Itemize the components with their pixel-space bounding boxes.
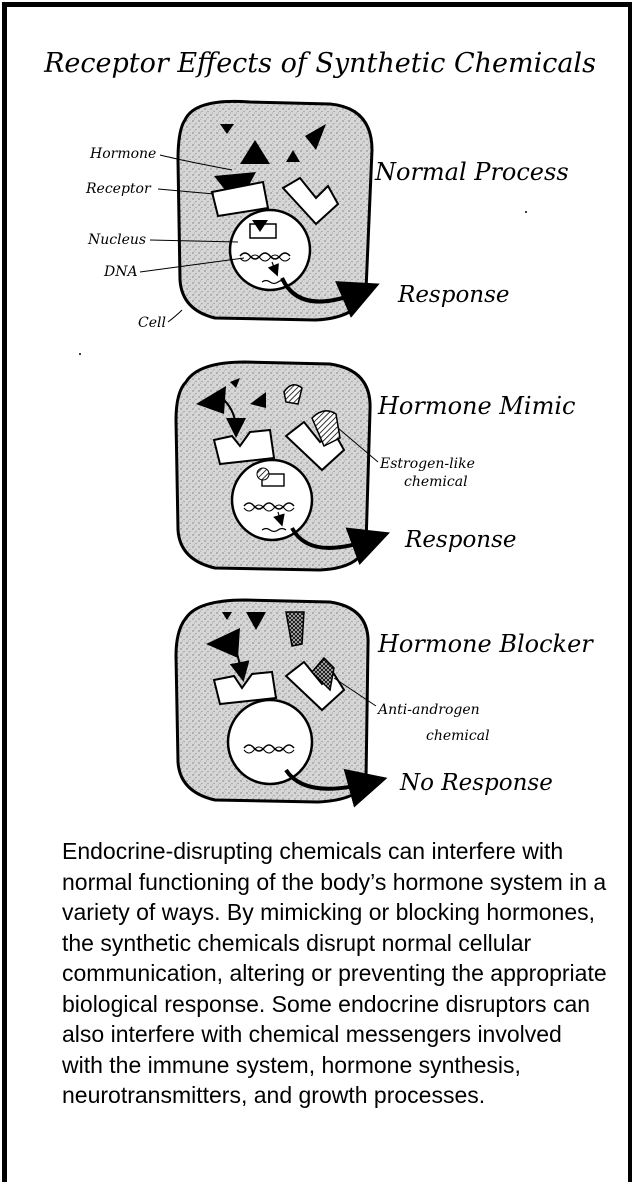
- panel-hormone-blocker: Hormone Blocker No Response Anti-androge…: [176, 600, 594, 802]
- response-label: Response: [397, 282, 510, 308]
- caption-text: Endocrine-disrupting chemicals can inter…: [62, 836, 607, 1111]
- response-label: No Response: [399, 770, 553, 796]
- panel-heading: Hormone Blocker: [377, 630, 594, 658]
- receptor-diagram: Receptor Effects of Synthetic Chemicals …: [0, 0, 641, 830]
- panel-hormone-mimic: Hormone Mimic Response Estrogen-like che…: [176, 362, 575, 570]
- dna-label: DNA: [103, 264, 138, 280]
- nucleus: [232, 460, 312, 540]
- panel-heading: Normal Process: [374, 158, 569, 186]
- cell-leader: [168, 310, 182, 322]
- receptor-label: Receptor: [85, 181, 152, 197]
- nucleus-mimic: [257, 468, 269, 480]
- chemical-label: Anti-androgen: [376, 702, 480, 718]
- mimic-chemical: [284, 385, 302, 404]
- panel-normal-process: Normal Process Response Hormone Receptor…: [85, 101, 569, 331]
- diagram-title: Receptor Effects of Synthetic Chemicals: [43, 48, 596, 79]
- speck: [525, 211, 527, 213]
- nucleus: [230, 210, 310, 290]
- nucleus-label: Nucleus: [87, 232, 146, 248]
- nucleus: [228, 700, 312, 784]
- cell-label: Cell: [138, 315, 166, 331]
- chemical-label: Estrogen-like: [379, 456, 475, 472]
- hormone-label: Hormone: [89, 146, 156, 162]
- chemical-label: chemical: [426, 728, 490, 744]
- speck: [79, 353, 81, 355]
- response-label: Response: [404, 527, 517, 553]
- panel-heading: Hormone Mimic: [377, 392, 575, 420]
- chemical-label: chemical: [404, 474, 468, 490]
